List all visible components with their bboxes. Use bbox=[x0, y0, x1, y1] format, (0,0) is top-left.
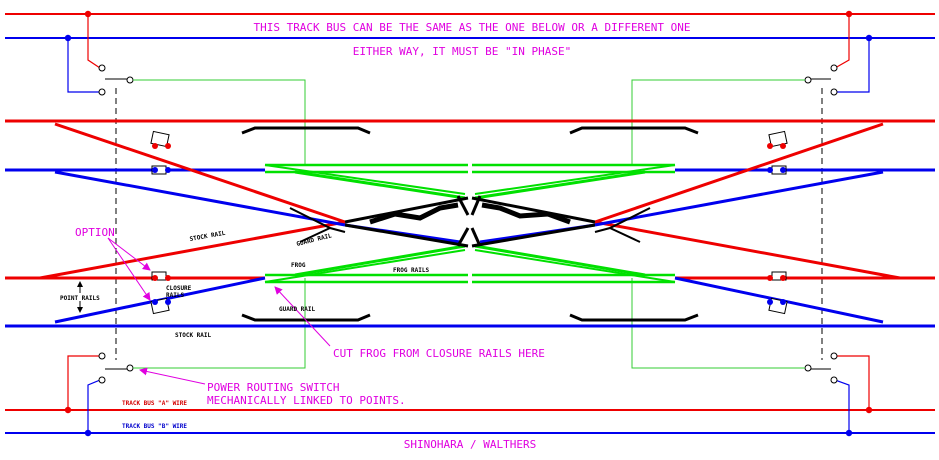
switch-bottom-right bbox=[804, 352, 838, 384]
switch-contact-icon bbox=[830, 88, 838, 96]
switch-contact-icon bbox=[98, 88, 106, 96]
switch-contact-icon bbox=[126, 364, 134, 372]
junction-dot-icon bbox=[767, 299, 773, 305]
central-diamond bbox=[289, 195, 651, 248]
junction-dot-icon bbox=[767, 143, 773, 149]
guard-rail-lower-label: GUARD RAIL bbox=[279, 306, 316, 313]
power-switch-label-1: POWER ROUTING SWITCH bbox=[207, 381, 339, 394]
junction-dot-icon bbox=[780, 167, 786, 173]
power-routing-switches bbox=[98, 64, 838, 384]
junction-dot-icon bbox=[767, 275, 773, 281]
annotation-arrows bbox=[107, 237, 331, 385]
junction-dot-icon bbox=[767, 167, 773, 173]
switch-contact-icon bbox=[98, 64, 106, 72]
switch-contact-icon bbox=[804, 364, 812, 372]
stock-rails bbox=[5, 119, 935, 328]
track-bus-a-label: TRACK BUS "A" WIRE bbox=[122, 400, 187, 407]
switch-top-right bbox=[804, 64, 838, 96]
top-note-line-2: EITHER WAY, IT MUST BE "IN PHASE" bbox=[353, 45, 572, 58]
labels: THIS TRACK BUS CAN BE THE SAME AS THE ON… bbox=[60, 21, 691, 451]
switch-bottom-left bbox=[98, 352, 134, 384]
frog-label: FROG bbox=[291, 262, 306, 269]
junction-dot-icon bbox=[780, 275, 786, 281]
closure-rails-label-1: CLOSURE bbox=[166, 285, 192, 292]
junction-dot-icon bbox=[165, 299, 171, 305]
point-rails-label: POINT RAILS bbox=[60, 295, 100, 302]
outer-guard-rails bbox=[241, 126, 699, 322]
switch-feed-wires bbox=[67, 14, 870, 433]
junction-dot-icon bbox=[152, 299, 158, 305]
junction-dot-icon bbox=[165, 167, 171, 173]
point-throwbars bbox=[150, 130, 788, 315]
frog-feed-wires bbox=[133, 79, 805, 369]
cut-frog-note: CUT FROG FROM CLOSURE RAILS HERE bbox=[333, 347, 545, 360]
switch-contact-icon bbox=[830, 376, 838, 384]
switch-contact-icon bbox=[804, 76, 812, 84]
junction-dot-icon bbox=[780, 299, 786, 305]
junction-dot-icon bbox=[152, 275, 158, 281]
stock-rail-upper-label: STOCK RAIL bbox=[189, 230, 226, 243]
closure-rails-label-2: RAILS bbox=[166, 292, 184, 299]
mechanical-linkage-lines bbox=[115, 88, 823, 360]
switch-contact-icon bbox=[98, 352, 106, 360]
option-label: OPTION bbox=[75, 226, 115, 239]
frog-rails-label: FROG RAILS bbox=[393, 267, 430, 274]
junction-dot-icon bbox=[165, 143, 171, 149]
switch-contact-icon bbox=[830, 352, 838, 360]
switch-contact-icon bbox=[126, 76, 134, 84]
switch-contact-icon bbox=[830, 64, 838, 72]
power-switch-label-2: MECHANICALLY LINKED TO POINTS. bbox=[207, 394, 406, 407]
switch-top-left bbox=[98, 64, 134, 96]
junction-dot-icon bbox=[152, 167, 158, 173]
junction-dot-icon bbox=[165, 275, 171, 281]
junction-dot-icon bbox=[780, 143, 786, 149]
switch-contact-icon bbox=[98, 376, 106, 384]
bottom-track-bus bbox=[5, 406, 935, 437]
stock-rail-lower-label: STOCK RAIL bbox=[175, 332, 212, 339]
track-bus-b-label: TRACK BUS "B" WIRE bbox=[122, 423, 187, 430]
top-note-line-1: THIS TRACK BUS CAN BE THE SAME AS THE ON… bbox=[253, 21, 690, 34]
credit-label: SHINOHARA / WALTHERS bbox=[404, 438, 536, 451]
junction-dot-icon bbox=[152, 143, 158, 149]
frog-rails bbox=[264, 163, 676, 284]
